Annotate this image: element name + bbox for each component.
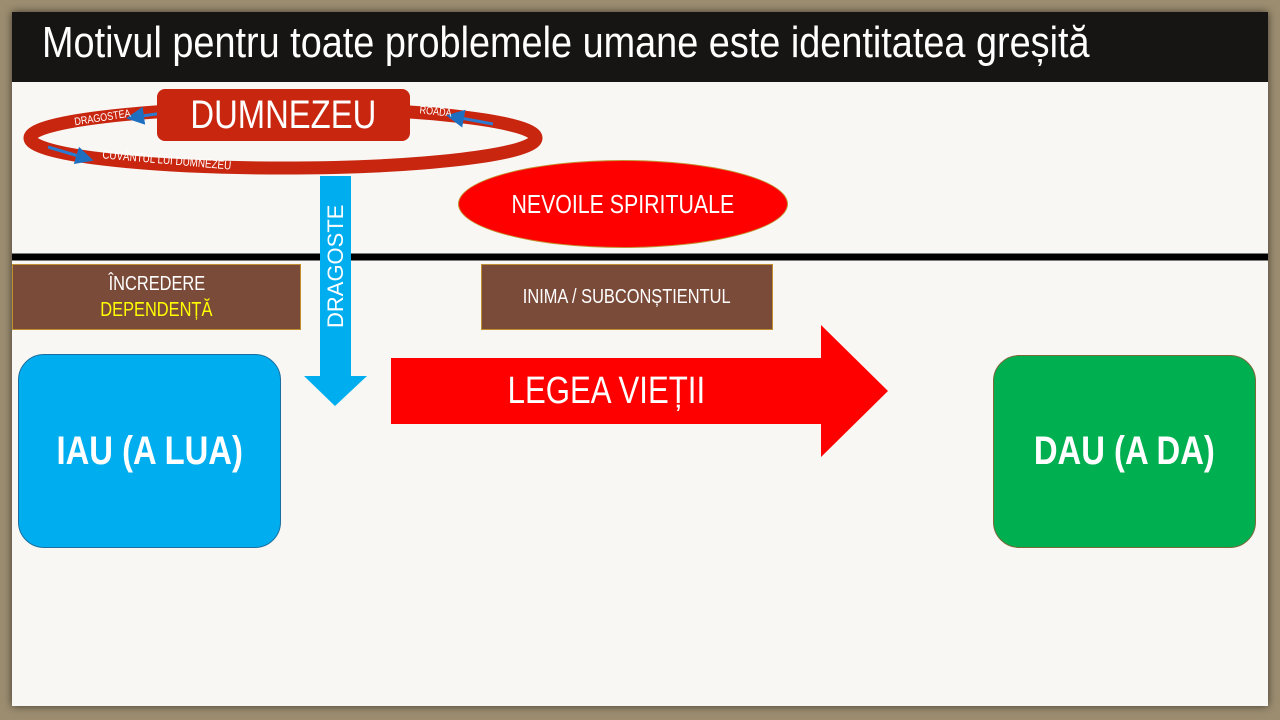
god-box: DUMNEZEU bbox=[157, 89, 410, 141]
slide-title: Motivul pentru toate problemele umane es… bbox=[42, 18, 1090, 67]
law-of-life-label: LEGEA VIEȚII bbox=[507, 369, 705, 412]
love-arrow-label: DRAGOSTE bbox=[321, 205, 351, 328]
title-bar bbox=[12, 12, 1268, 82]
love-down-arrow bbox=[304, 176, 367, 406]
give-box: DAU (A DA) bbox=[993, 355, 1256, 548]
arrow-bottom-icon bbox=[47, 145, 94, 165]
arrow-right-icon bbox=[446, 109, 494, 128]
heart-box: INIMA / SUBCONȘTIENTUL bbox=[481, 264, 773, 330]
spiritual-needs-ellipse: NEVOILE SPIRITUALE bbox=[459, 161, 787, 247]
trust-label: ÎNCREDERE bbox=[108, 273, 205, 295]
trust-box: ÎNCREDERE DEPENDENȚĂ bbox=[12, 264, 301, 330]
dependence-label: DEPENDENȚĂ bbox=[100, 299, 213, 321]
law-of-life-arrow bbox=[391, 325, 888, 457]
god-label: DUMNEZEU bbox=[190, 92, 377, 137]
take-box: IAU (A LUA) bbox=[18, 354, 281, 548]
